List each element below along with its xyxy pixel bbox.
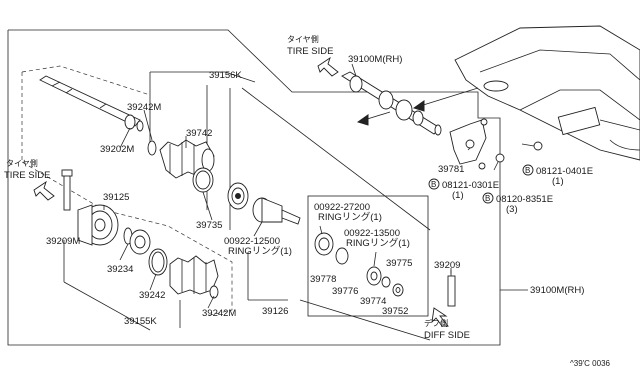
bolt1-marker: B: [525, 166, 530, 175]
joint-bearing: [129, 229, 151, 255]
car-front-illustration: [454, 25, 640, 161]
outer-joint-39125: [77, 204, 119, 246]
boot-band-39242m-bottom: [209, 285, 219, 299]
label-tire-side-top: TIRE SIDE: [287, 46, 333, 57]
label-bolt2-qty: (1): [452, 190, 464, 201]
label-39242m-bottom: 39242M: [202, 308, 236, 319]
seal-39778: [314, 232, 334, 256]
assembly-39156k-frame: [149, 71, 431, 341]
boot-lower: [169, 255, 219, 295]
bolt2-callout: B 08121-0301E (1): [428, 178, 499, 201]
label-bolt3-qty: (3): [506, 204, 518, 215]
label-39778: 39778: [310, 274, 336, 285]
label-bolt3-code: 08120-8351E: [496, 194, 553, 205]
text-labels: タイヤ側 TIRE SIDE 39100M(RH) 39156K 39242M …: [4, 34, 611, 368]
label-bolt2-code: 08121-0301E: [442, 180, 499, 191]
label-39781: 39781: [438, 164, 464, 175]
label-39234: 39234: [107, 264, 133, 275]
tire-side-arrow-left: [33, 180, 55, 201]
bolt-08121-0401e: [521, 141, 543, 151]
label-39242: 39242: [139, 290, 165, 301]
footer-code: ^39'C 0036: [570, 359, 611, 368]
label-ring2-text: RINGリング(1): [318, 211, 382, 223]
ring-39752: [392, 283, 404, 297]
diff-side-arrow: [431, 307, 449, 327]
ring-39774: [381, 276, 391, 288]
label-39209: 39209: [434, 260, 460, 271]
main-frame: [7, 29, 501, 346]
label-bolt1-qty: (1): [552, 176, 564, 187]
bearing-39775: [366, 266, 382, 286]
label-ring3-code: 00922-13500: [344, 228, 400, 239]
stub-39209m: [61, 169, 73, 211]
pin-39209: [447, 270, 456, 307]
label-39735: 39735: [196, 220, 222, 231]
label-39242m-top: 39242M: [127, 102, 161, 113]
boot-band-39242m-top: [147, 140, 157, 156]
bolt2-marker: B: [431, 180, 436, 189]
leader-lines: [63, 63, 528, 331]
axle-39100m-rh: [341, 71, 442, 136]
cv-joint-dashed-outline: [21, 65, 233, 317]
label-ring2-code: 00922-27200: [314, 202, 370, 213]
label-39209m: 39209M: [46, 236, 80, 247]
bolt1-callout: B 08121-0401E (1): [522, 164, 593, 187]
label-ring1-text: RINGリング(1): [228, 245, 292, 257]
axle-shaft-39202m: [39, 75, 144, 132]
label-diff-side-jp: デフ側: [424, 318, 448, 328]
bracket-39781: [449, 119, 487, 165]
label-ring3-text: RINGリング(1): [346, 237, 410, 249]
label-39202m: 39202M: [100, 144, 134, 155]
label-39125: 39125: [103, 192, 129, 203]
label-tire-side-top-jp: タイヤ側: [287, 34, 319, 44]
label-diff-side: DIFF SIDE: [424, 330, 470, 341]
label-39100m-rh-right: 39100M(RH): [530, 285, 584, 296]
label-39776: 39776: [332, 286, 358, 297]
boot-band-39242: [148, 248, 168, 276]
bolt-08120-8351e: [493, 153, 505, 171]
bolt-08121-0301e: [478, 162, 486, 170]
boot-band-39735: [192, 167, 214, 193]
bolt3-marker: B: [485, 194, 490, 203]
label-tire-side-left: TIRE SIDE: [4, 170, 50, 181]
label-ring1-code: 00922-12500: [224, 236, 280, 247]
locator-arrows: [356, 87, 479, 126]
ring-parts-box: [307, 195, 429, 317]
label-39774: 39774: [360, 296, 386, 307]
ring-39776: [335, 247, 349, 265]
label-39155k: 39155K: [124, 316, 157, 327]
label-39156k: 39156K: [209, 70, 242, 81]
inner-joint-39126: [252, 197, 301, 225]
bolt-small: [480, 118, 488, 126]
label-tire-side-left-jp: タイヤ側: [6, 158, 38, 168]
label-bolt1-code: 08121-0401E: [536, 166, 593, 177]
tire-side-arrow-top: [317, 56, 339, 77]
bolt3-callout: B 08120-8351E (3): [482, 192, 553, 215]
label-39126: 39126: [262, 306, 288, 317]
label-39100m-rh-top: 39100M(RH): [348, 54, 402, 65]
cv-joint-outer: [227, 182, 249, 210]
label-39752: 39752: [382, 306, 408, 317]
label-39775: 39775: [386, 258, 412, 269]
label-39742: 39742: [186, 128, 212, 139]
